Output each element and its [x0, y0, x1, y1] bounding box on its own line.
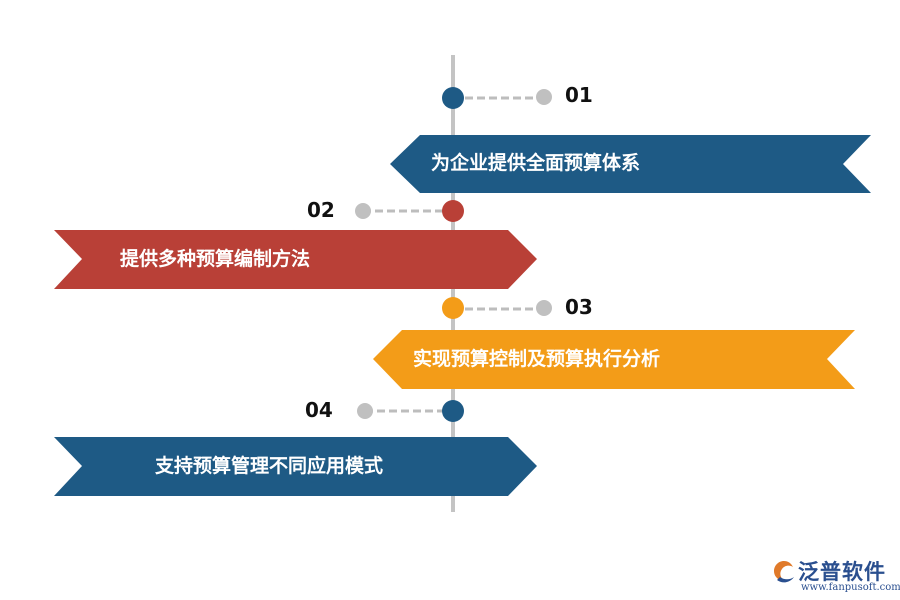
brand-name: 泛普软件 [798, 560, 886, 584]
ribbon-label-03: 实现预算控制及预算执行分析 [413, 348, 661, 370]
step-number-01: 01 [565, 83, 593, 107]
timeline-node-04 [442, 400, 464, 422]
fanpu-logo-icon [774, 561, 794, 583]
ribbon-03 [373, 330, 855, 389]
connector-end-dot-04 [357, 403, 373, 419]
step-number-04: 04 [305, 398, 333, 422]
brand-logo: 泛普软件 www.fanpusoft.com [770, 556, 900, 596]
ribbon-label-04: 支持预算管理不同应用模式 [155, 455, 384, 477]
connector-end-dot-01 [536, 89, 552, 105]
connector-end-dot-02 [355, 203, 371, 219]
ribbon-04 [54, 437, 537, 496]
timeline-node-01 [442, 87, 464, 109]
step-number-03: 03 [565, 295, 593, 319]
timeline-node-02 [442, 200, 464, 222]
ribbon-label-02: 提供多种预算编制方法 [120, 248, 311, 270]
ribbon-02 [54, 230, 537, 289]
step-number-02: 02 [307, 198, 335, 222]
timeline-node-03 [442, 297, 464, 319]
ribbon-label-01: 为企业提供全面预算体系 [431, 152, 641, 174]
connector-end-dot-03 [536, 300, 552, 316]
ribbon-01 [390, 135, 871, 193]
brand-url: www.fanpusoft.com [801, 582, 900, 593]
